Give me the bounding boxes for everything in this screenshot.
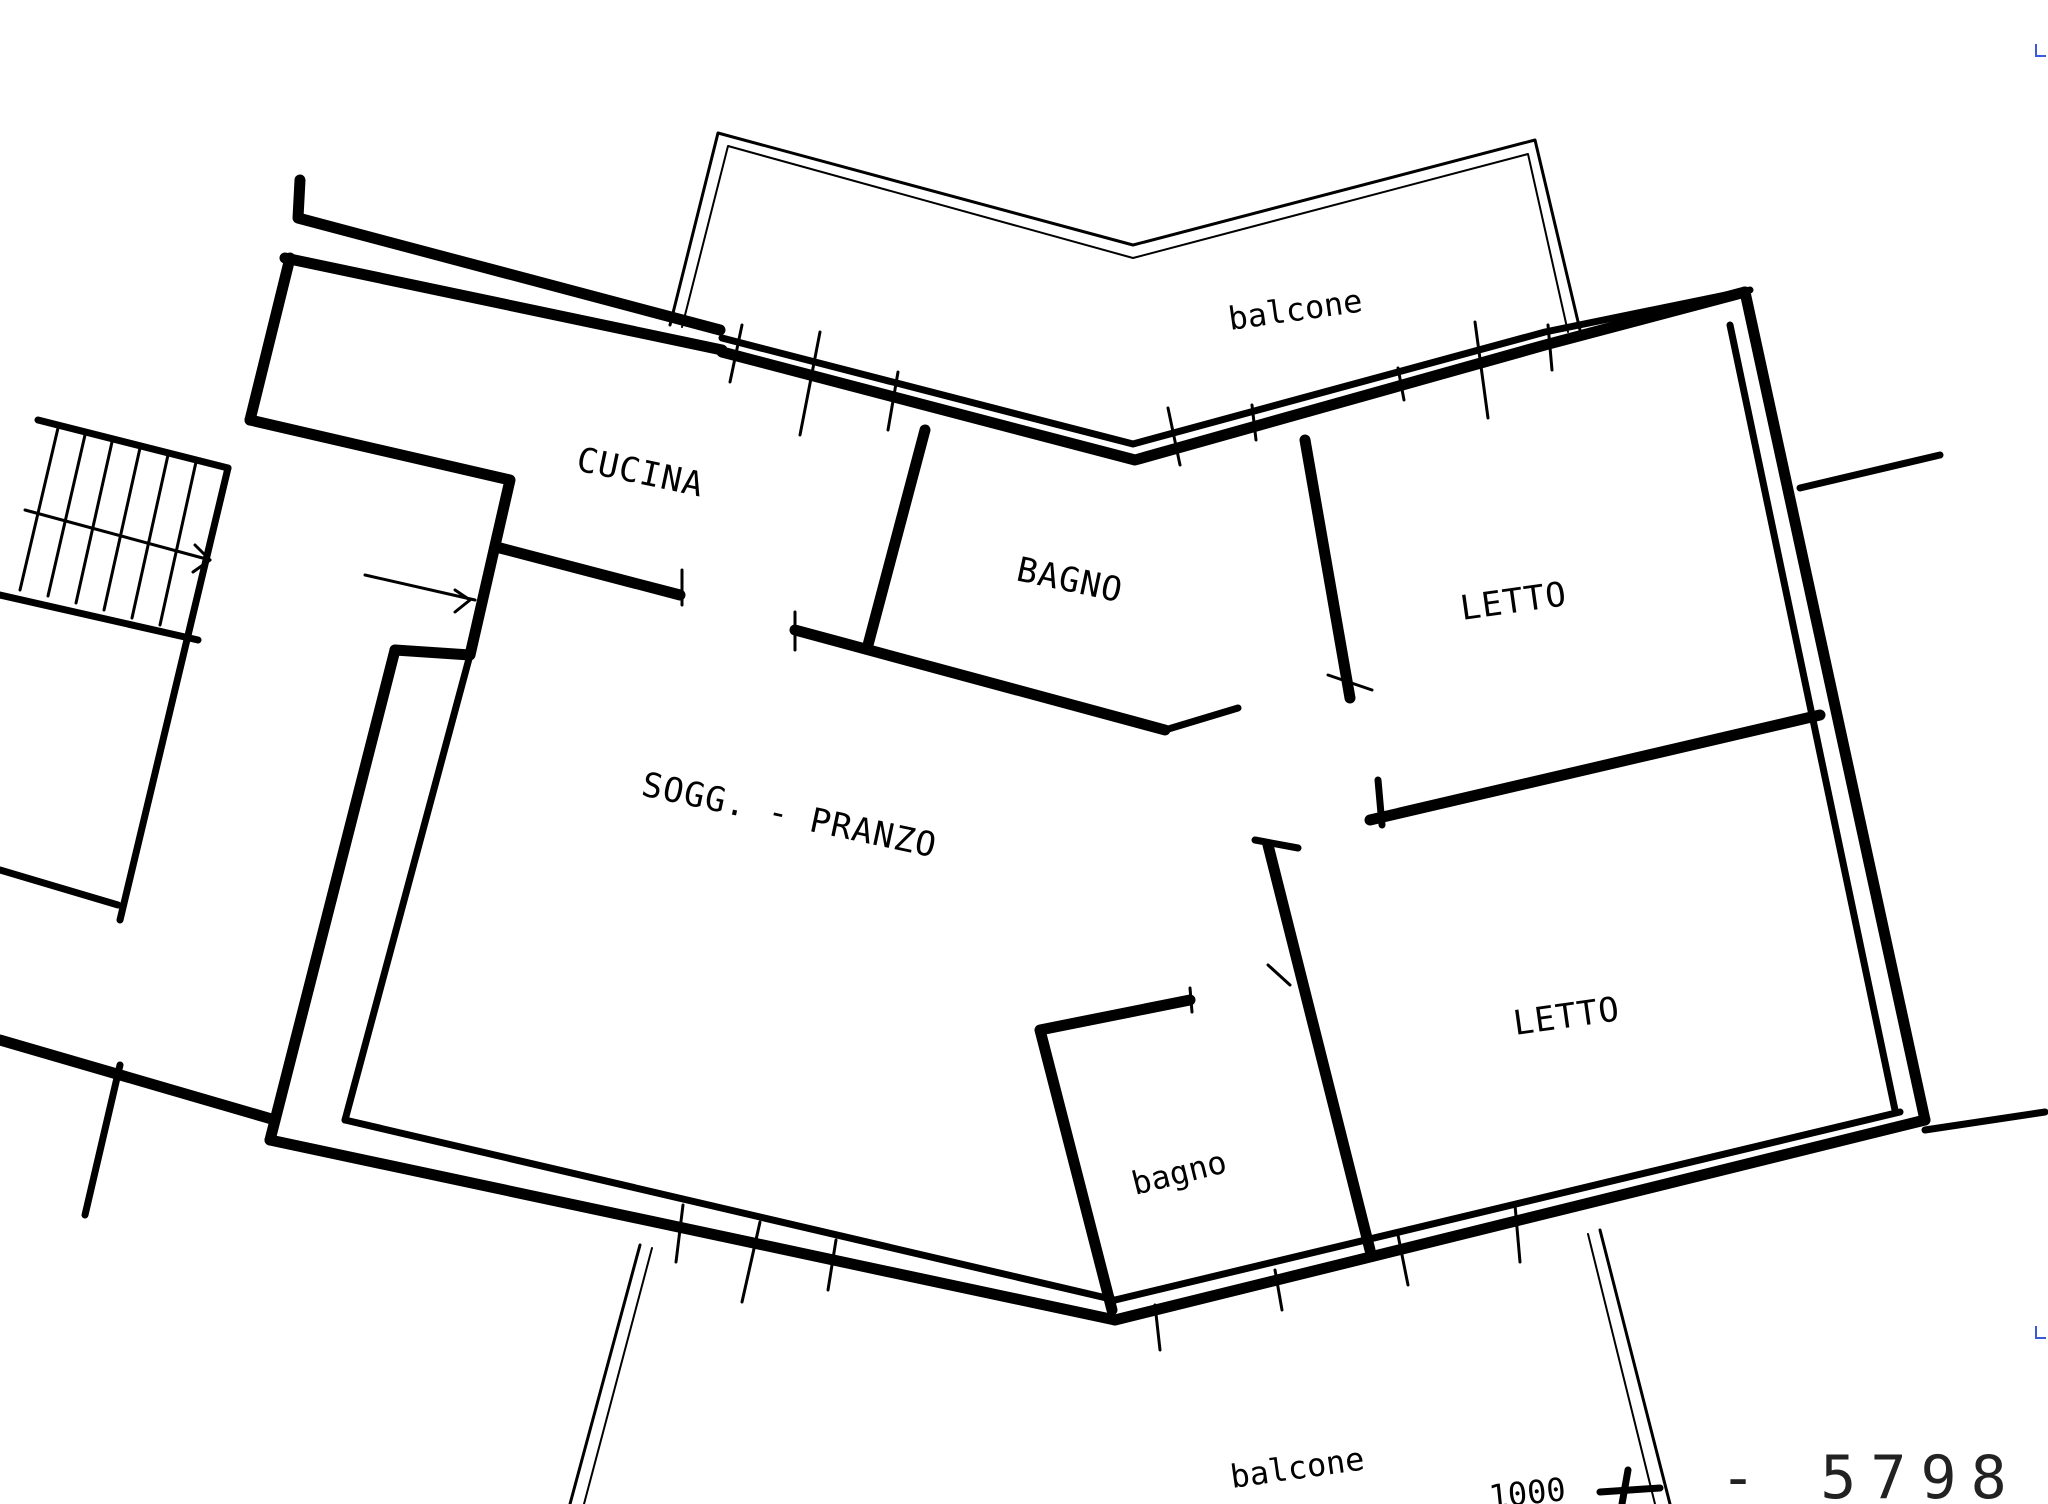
staircase	[0, 414, 516, 924]
room-label-balcone-top: balcone	[1226, 282, 1365, 338]
room-label-bagno-top: BAGNO	[1013, 550, 1126, 611]
outer-walls	[0, 174, 2048, 1326]
room-label-bagno-bottom: bagno	[1128, 1143, 1231, 1203]
room-label-letto-bottom: LETTO	[1511, 989, 1623, 1044]
balcony-top-railing	[668, 131, 1582, 333]
stamp-partial-text: 1000	[1487, 1470, 1568, 1504]
edge-markers	[2035, 44, 2046, 1339]
document-stamp: 1000 - 5798	[1487, 1443, 2021, 1504]
stamp-number: - 5798	[1720, 1443, 2021, 1504]
room-label-cucina: CUCINA	[573, 440, 707, 506]
interior-walls	[494, 424, 1826, 1316]
window-marks-bottom	[674, 1203, 1522, 1352]
balcony-bottom-railing	[568, 1228, 1672, 1504]
room-label-soggiorno-pranzo: SOGG. - PRANZO	[638, 765, 940, 867]
window-marks-top	[728, 320, 1554, 467]
room-label-letto-top: LETTO	[1458, 574, 1570, 629]
room-label-balcone-bottom: balcone	[1228, 1440, 1367, 1496]
